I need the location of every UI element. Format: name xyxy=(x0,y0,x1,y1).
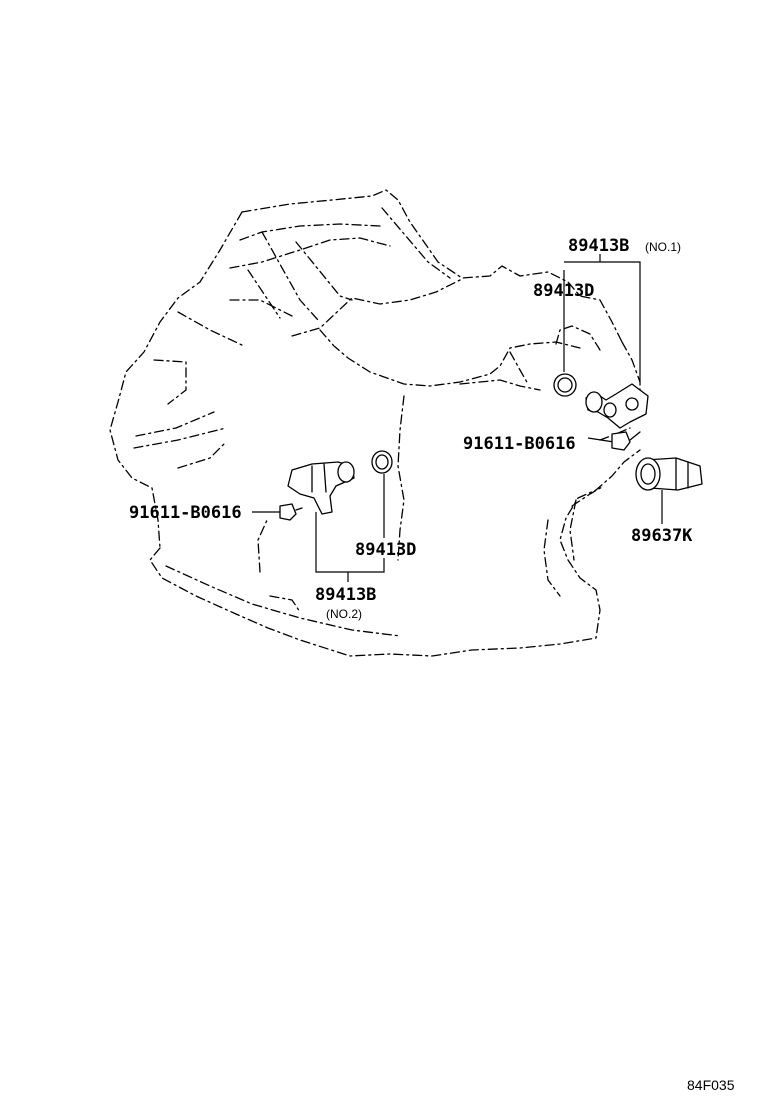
bolt-no1 xyxy=(611,431,631,451)
sensor-no1-group xyxy=(553,254,649,451)
label-sensor-no2-note: (NO.2) xyxy=(326,607,362,621)
label-bolt-no2: 91611-B0616 xyxy=(129,503,242,523)
bolt-no2 xyxy=(279,503,297,521)
speed-sensor-group xyxy=(635,457,703,524)
part-labels: 89413B (NO.1) 89413D 91611-B0616 89637K … xyxy=(129,236,693,621)
label-gasket-no1: 89413D xyxy=(533,281,594,301)
transmission-housing-outline xyxy=(109,189,641,657)
sensor-no2-body xyxy=(287,461,355,515)
sensor-no1-leader xyxy=(563,254,641,382)
label-gasket-no2: 89413D xyxy=(355,540,416,560)
label-bolt-no1: 91611-B0616 xyxy=(463,434,576,454)
label-sensor-no2: 89413B xyxy=(315,585,376,605)
label-sensor-no1: 89413B xyxy=(568,236,629,256)
sensor-no2-group xyxy=(252,450,393,582)
label-speed-sensor: 89637K xyxy=(631,526,693,546)
sensor-no1-body xyxy=(585,383,649,429)
label-sensor-no1-note: (NO.1) xyxy=(645,240,681,254)
figure-code: 84F035 xyxy=(687,1077,735,1093)
sensor-no2-leader xyxy=(315,512,385,582)
